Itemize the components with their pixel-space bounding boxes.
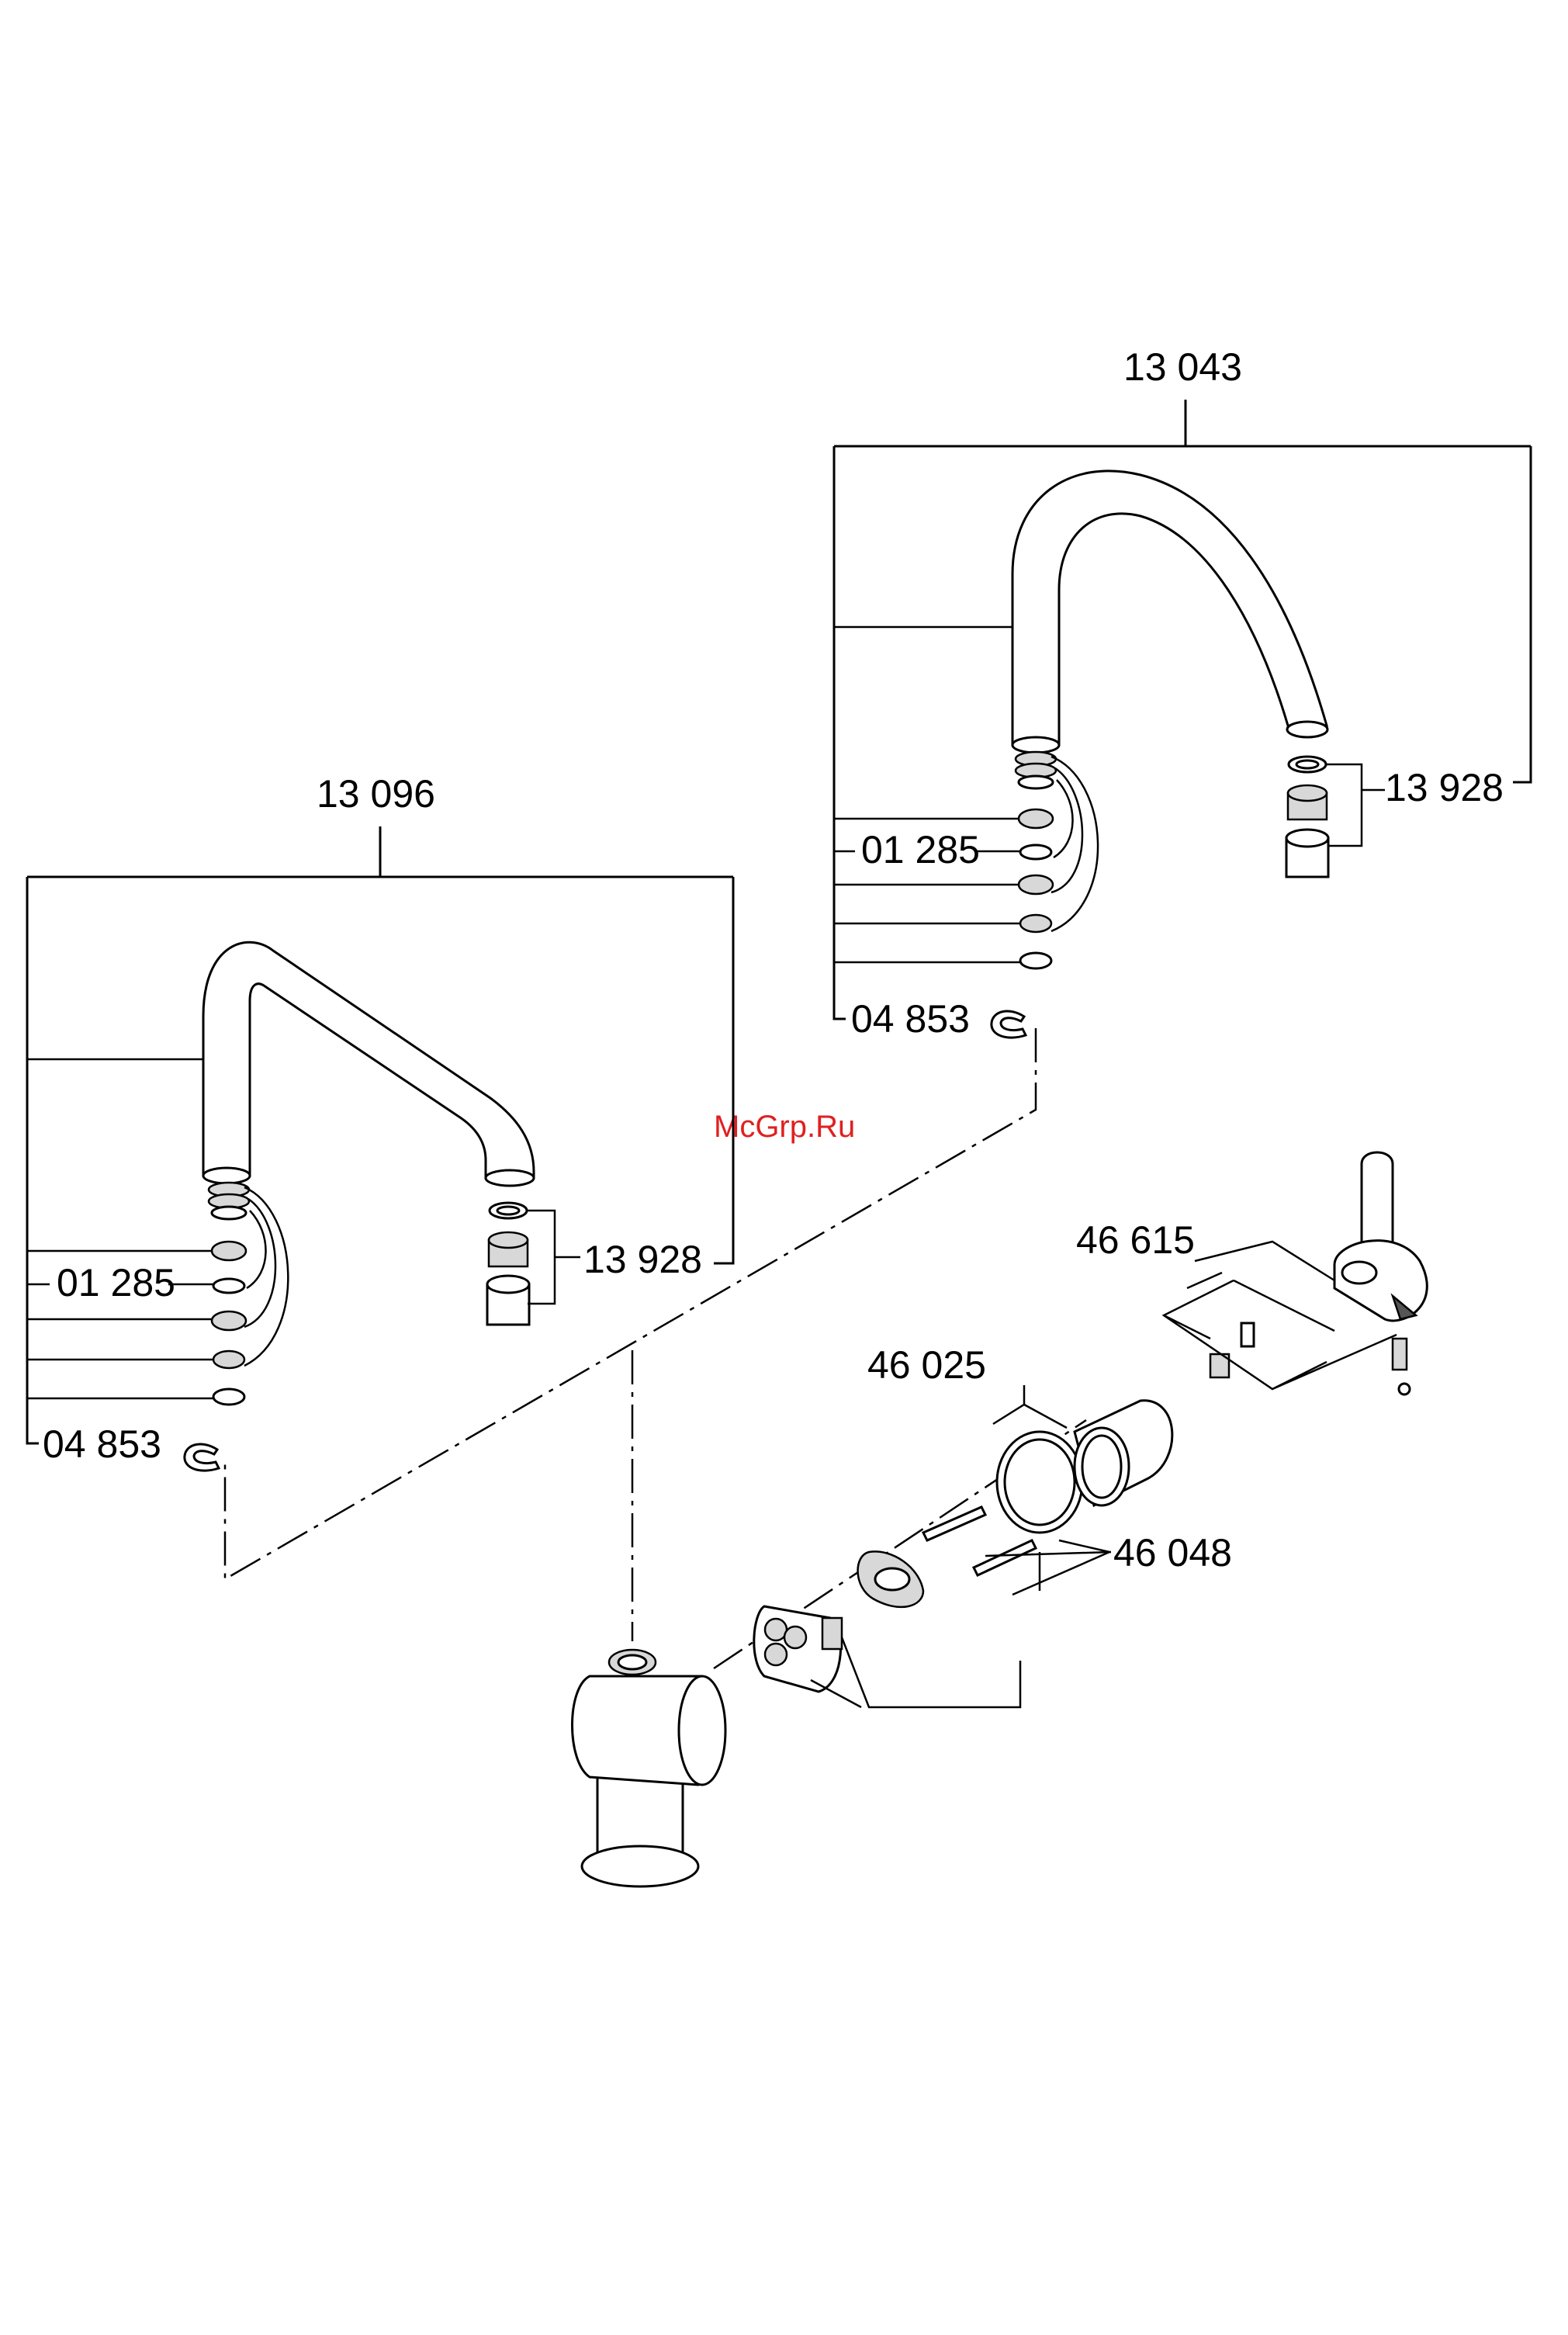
spout-c-seal-label: 01 285 bbox=[861, 828, 980, 871]
spout-u-clip-label: 04 853 bbox=[43, 1422, 161, 1466]
cartridge bbox=[754, 1606, 1020, 1707]
spout-c-seal-stack bbox=[1016, 752, 1098, 968]
mixer-body bbox=[573, 1650, 726, 1886]
spout-c-kit-label: 13 043 bbox=[1123, 345, 1242, 389]
watermark-text: McGrp.Ru bbox=[714, 1110, 855, 1144]
spout-u-aerator-label: 13 928 bbox=[583, 1238, 702, 1281]
spout-u-clip bbox=[185, 1444, 219, 1471]
spout-u-kit-label: 13 096 bbox=[317, 772, 435, 816]
spout-c-aerator bbox=[1286, 757, 1385, 877]
spout-c-aerator-label: 13 928 bbox=[1385, 766, 1504, 809]
handle-kit-label: 46 615 bbox=[1076, 1218, 1195, 1262]
retaining-ring bbox=[858, 1551, 923, 1607]
spout-u-tube bbox=[203, 942, 534, 1178]
spout-u-aerator bbox=[487, 1203, 580, 1325]
spout-u-seal-label: 01 285 bbox=[57, 1261, 175, 1304]
spout-u-seal-stack bbox=[209, 1183, 288, 1405]
spout-c-group: 13 043 01 285 04 853 bbox=[834, 345, 1531, 1041]
handle-kit bbox=[1164, 1152, 1427, 1394]
cap-seal-label: 46 025 bbox=[867, 1343, 986, 1387]
cartridge-label: 46 048 bbox=[1113, 1531, 1232, 1575]
spout-u-group: 13 096 01 285 04 853 bbox=[27, 772, 733, 1471]
spout-c-clip-label: 04 853 bbox=[851, 997, 970, 1041]
spout-c-tube bbox=[1012, 471, 1327, 745]
cap-and-seal bbox=[993, 1385, 1172, 1533]
spout-c-clip bbox=[992, 1011, 1026, 1038]
